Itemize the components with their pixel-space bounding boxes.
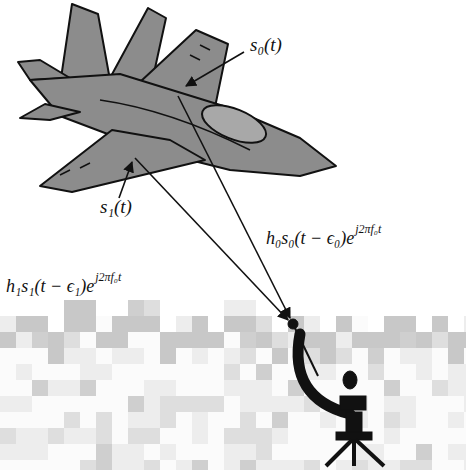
pixel-background <box>0 300 466 470</box>
signal-paths <box>135 96 290 320</box>
math-text: h₀s₀(t − ϵ₀)e <box>266 228 354 248</box>
leader-lines <box>119 52 244 198</box>
exponent-label: j2πf₀t <box>95 270 121 285</box>
signal-label: s₀(t) <box>250 34 282 56</box>
signal-label: h₁s₁(t − ϵ₁)e <box>6 276 94 297</box>
signal-label: h₀s₀(t − ϵ₀)e <box>266 228 354 249</box>
exponent-label: j2πf₀t <box>355 222 381 237</box>
math-text: h₁s₁(t − ϵ₁)e <box>6 276 94 296</box>
radar-dish <box>288 319 384 466</box>
signal-label: s₁(t) <box>100 196 132 218</box>
math-text: s₀(t) <box>250 34 282 55</box>
jet-aircraft <box>18 4 336 192</box>
math-text: j2πf₀t <box>95 270 121 284</box>
math-text: j2πf₀t <box>355 222 381 236</box>
math-text: s₁(t) <box>100 196 132 217</box>
